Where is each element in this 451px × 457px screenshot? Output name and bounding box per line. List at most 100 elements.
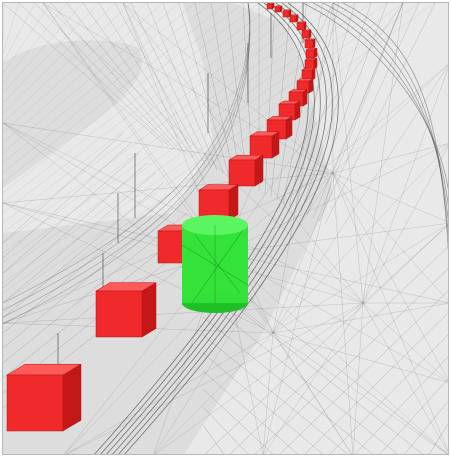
- red-block-side: [308, 29, 312, 39]
- wire-line: [3, 3, 132, 124]
- wire-line: [3, 122, 334, 174]
- red-block-side: [279, 5, 283, 13]
- wire-line: [428, 423, 448, 454]
- wire-line: [3, 3, 116, 114]
- wire-line: [362, 146, 448, 304]
- red-block: [296, 21, 307, 31]
- wire-line: [202, 424, 224, 454]
- red-block-side: [285, 115, 293, 140]
- red-block-front: [228, 159, 256, 187]
- wire-line: [3, 3, 436, 314]
- wire-line: [264, 3, 276, 195]
- wire-line: [272, 3, 334, 334]
- wire-line: [306, 3, 388, 216]
- wire-line: [82, 3, 194, 159]
- red-block-side: [303, 21, 307, 31]
- wire-line: [329, 334, 448, 454]
- wire-line: [3, 3, 340, 254]
- wire-line: [332, 172, 448, 380]
- wire-line: [18, 3, 170, 147]
- wire-line: [362, 302, 448, 382]
- red-block-side: [141, 282, 157, 338]
- wire-line: [202, 334, 348, 454]
- wire-line: [304, 312, 448, 454]
- red-block-front: [304, 59, 315, 70]
- wire-line: [3, 3, 36, 64]
- wire-line: [332, 143, 448, 174]
- wire-line: [222, 223, 448, 254]
- red-block-side: [313, 57, 318, 70]
- wire-curve: [342, 3, 448, 252]
- wire-line: [312, 3, 404, 219]
- red-block-front: [249, 135, 273, 159]
- red-block: [266, 3, 275, 10]
- wire-line: [3, 172, 156, 304]
- wire-line: [122, 3, 364, 304]
- red-block: [228, 154, 264, 187]
- wire-line: [3, 3, 404, 294]
- wire-line: [264, 302, 364, 454]
- wire-line: [3, 122, 364, 304]
- red-block-front: [304, 39, 314, 49]
- red-block: [289, 14, 299, 23]
- wire-line: [270, 3, 292, 198]
- red-block-front: [6, 374, 64, 432]
- wire-line: [202, 388, 274, 454]
- red-block-side: [295, 14, 299, 23]
- wire-line: [202, 280, 423, 454]
- wire-line: [66, 302, 364, 454]
- wire-curve: [124, 3, 339, 454]
- wire-line: [3, 152, 140, 274]
- wire-line: [3, 3, 388, 284]
- wire-line: [3, 3, 180, 154]
- wire-line: [3, 3, 228, 184]
- wire-line: [42, 3, 334, 174]
- wire-line: [272, 144, 448, 334]
- wire-line: [332, 172, 448, 452]
- wire-line: [65, 332, 274, 454]
- wire-line: [262, 332, 274, 454]
- wire-line: [272, 3, 404, 334]
- wire-line: [3, 3, 20, 54]
- wire-line: [272, 223, 448, 334]
- wire-line: [210, 3, 242, 183]
- wire-line: [3, 182, 164, 319]
- wire-line: [3, 3, 420, 304]
- cylinder-wire: [194, 234, 241, 294]
- wire-line: [404, 401, 448, 454]
- wire-curve: [3, 3, 251, 318]
- wire-line: [332, 172, 354, 454]
- wire-line: [229, 246, 448, 454]
- wire-line: [3, 3, 324, 244]
- wire-line: [3, 202, 180, 349]
- wire-line: [64, 172, 334, 454]
- wire-line: [332, 3, 404, 174]
- green-cylinder: [181, 215, 249, 313]
- wire-line: [272, 332, 448, 383]
- red-block-side: [308, 78, 314, 94]
- wire-line: [222, 252, 448, 303]
- wire-line: [272, 332, 352, 454]
- wire-curve: [312, 3, 448, 206]
- wire-curve: [118, 3, 333, 454]
- wire-line: [3, 162, 148, 289]
- wire-line: [222, 64, 448, 254]
- wire-line: [272, 332, 448, 454]
- wire-line: [202, 370, 299, 454]
- scene-canvas[interactable]: [3, 3, 449, 455]
- wire-curve: [302, 3, 448, 190]
- wire-line: [154, 332, 274, 454]
- wire-line: [3, 3, 52, 74]
- red-block-side: [313, 47, 318, 59]
- wire-line: [202, 352, 324, 454]
- wire-line: [332, 172, 448, 302]
- wire-line: [362, 67, 448, 304]
- wire-line: [50, 3, 182, 153]
- wire-line: [3, 3, 276, 214]
- wire-curve: [100, 3, 315, 454]
- wire-line: [3, 3, 292, 224]
- red-block: [301, 29, 312, 39]
- wire-line: [294, 3, 356, 210]
- red-block-front: [198, 189, 230, 221]
